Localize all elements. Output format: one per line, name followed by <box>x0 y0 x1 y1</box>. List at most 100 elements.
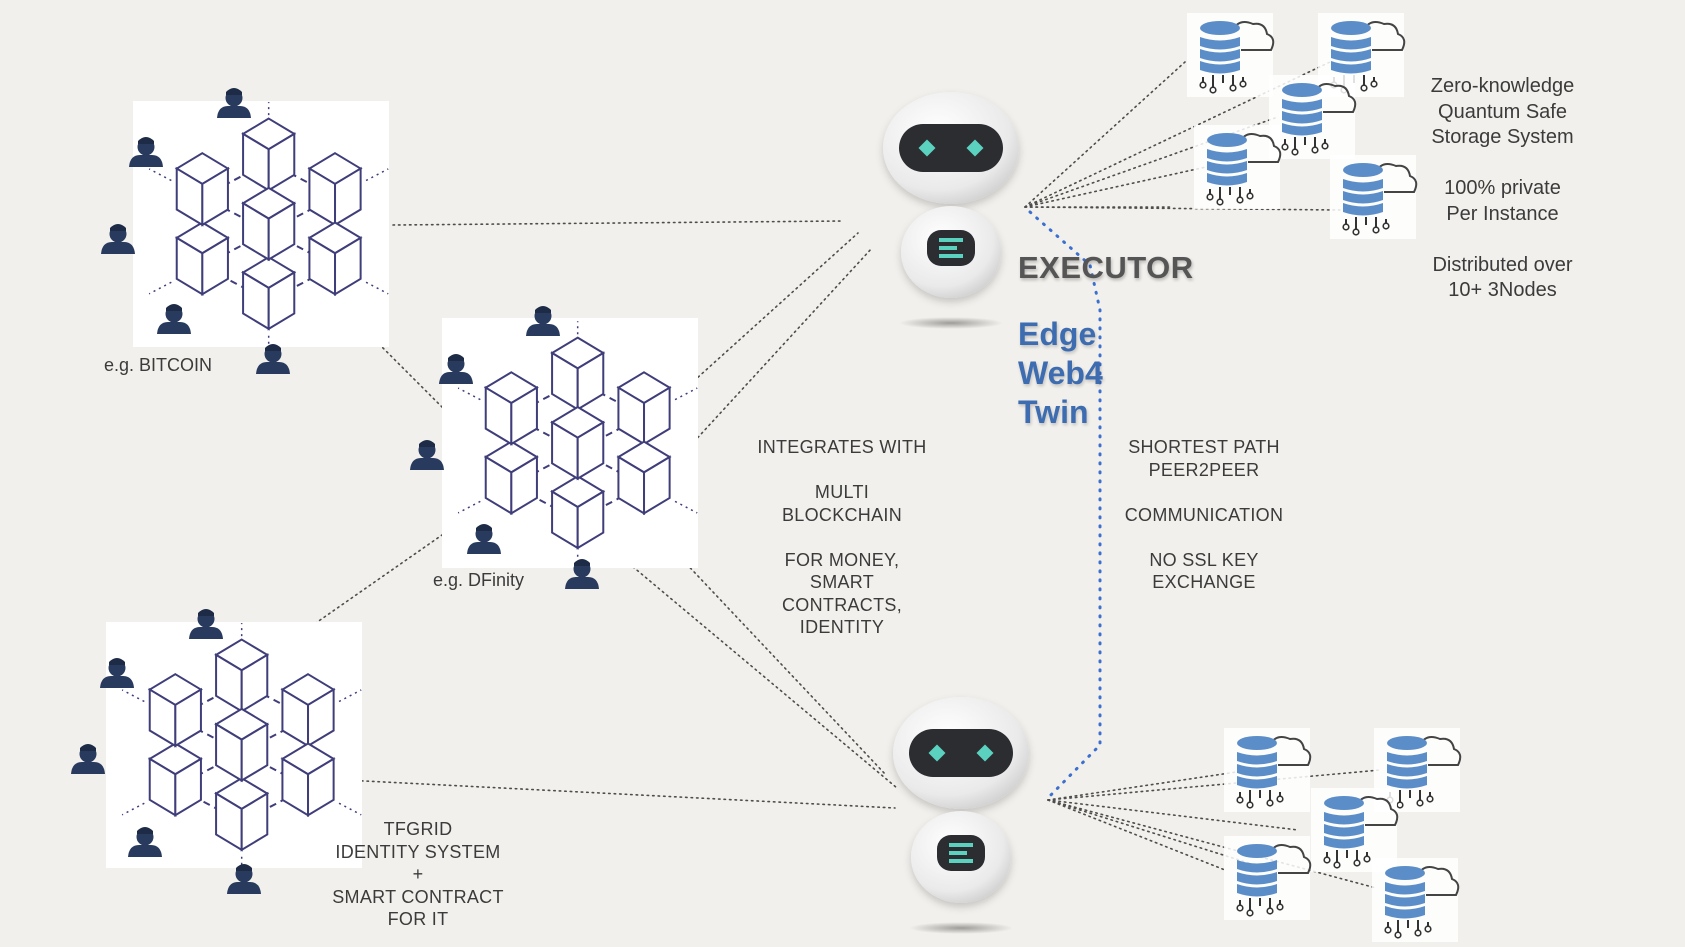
db-disk <box>1237 884 1277 897</box>
db-disk <box>1387 764 1427 777</box>
cloud-database-icon <box>1194 125 1282 209</box>
db-top <box>1200 21 1240 35</box>
user-icon <box>128 827 162 857</box>
robot-visor <box>909 729 1013 777</box>
db-disk <box>1331 61 1371 74</box>
dotted-link <box>644 232 859 426</box>
blockchain-panel-tfgrid <box>106 622 362 882</box>
db-top <box>1331 21 1371 35</box>
blockchain-panels <box>106 101 698 882</box>
chain-link <box>148 168 172 182</box>
db-top <box>1282 83 1322 97</box>
db-disk <box>1343 191 1383 204</box>
cloud-outline <box>1269 736 1312 766</box>
cube-face <box>267 201 296 262</box>
db-disk <box>1200 61 1240 74</box>
chain-link <box>674 387 698 401</box>
db-top <box>1324 796 1364 810</box>
user-icon <box>467 524 501 554</box>
db-disk <box>1331 37 1371 50</box>
chain-link <box>121 689 145 703</box>
robot-eye <box>976 744 994 762</box>
connection-lines <box>269 61 1381 889</box>
dotted-link <box>644 519 887 776</box>
user-icon <box>526 306 560 336</box>
db-disk <box>1282 123 1322 136</box>
user-icon <box>227 864 261 894</box>
chain-link <box>121 802 145 816</box>
db-connectors <box>1284 137 1326 149</box>
cube-face <box>576 420 605 481</box>
bitcoin-label: e.g. BITCOIN <box>104 355 213 375</box>
executor-title: EXECUTOR <box>1018 250 1194 285</box>
db-disk <box>1385 882 1425 895</box>
chain-link <box>457 387 481 401</box>
dotted-link <box>1047 769 1251 801</box>
robot-eye <box>918 139 936 157</box>
dotted-link <box>344 779 896 809</box>
db-top <box>1237 736 1277 750</box>
db-disk <box>1331 49 1371 62</box>
blockchain-panel-dfinity <box>442 318 698 580</box>
cube-face <box>510 385 538 446</box>
db-disk <box>1324 812 1364 825</box>
cube-face <box>240 791 269 852</box>
dotted-link <box>1024 164 1216 208</box>
robot-icon <box>893 697 1029 934</box>
db-disk <box>1207 173 1247 186</box>
db-connectors <box>1202 75 1244 87</box>
cube-face <box>174 757 202 817</box>
robot-visor <box>899 124 1003 172</box>
db-disk <box>1237 752 1277 765</box>
user-icon <box>439 354 473 384</box>
db-connectors <box>1387 920 1429 932</box>
dotted-link <box>667 247 873 471</box>
chain-link <box>365 281 389 295</box>
user-icon <box>129 137 163 167</box>
db-disk <box>1282 111 1322 124</box>
db-top <box>1237 844 1277 858</box>
robots-layer <box>883 92 1029 934</box>
db-disk <box>1385 906 1425 919</box>
cube-face <box>510 455 538 516</box>
db-disk <box>1237 764 1277 777</box>
db-disk <box>1237 872 1277 885</box>
storage-nodes <box>1187 13 1462 942</box>
db-disk <box>1282 99 1322 112</box>
dotted-link <box>594 534 898 789</box>
twin-line-edge: Edge <box>1018 316 1097 352</box>
db-connectors <box>1239 898 1281 910</box>
db-disk <box>1324 824 1364 837</box>
robot-shadow <box>909 922 1013 934</box>
twin-line-twin: Twin <box>1018 394 1089 430</box>
db-disk <box>1387 776 1427 789</box>
cube-face <box>576 489 605 550</box>
user-icon <box>217 88 251 118</box>
cloud-outline <box>1232 21 1275 51</box>
peer2peer-link <box>1028 210 1102 802</box>
chain-link <box>338 802 362 816</box>
db-disk <box>1387 752 1427 765</box>
robot-eye <box>966 139 984 157</box>
cube-face <box>307 757 335 817</box>
dotted-link <box>269 511 476 656</box>
dfinity-label: e.g. DFinity <box>433 570 525 590</box>
cloud-outline <box>1239 133 1282 163</box>
cube-face <box>201 236 229 296</box>
db-connectors <box>1326 850 1368 862</box>
cube-face <box>643 455 671 516</box>
db-top <box>1387 736 1427 750</box>
twin-line-web4: Web4 <box>1018 355 1103 391</box>
user-icon <box>71 744 105 774</box>
db-disk <box>1200 49 1240 62</box>
robot-eye <box>928 744 946 762</box>
cube-face <box>240 722 269 783</box>
user-icon <box>410 440 444 470</box>
cube-face <box>334 236 362 296</box>
db-disk <box>1207 161 1247 174</box>
robot-badge-mark <box>939 238 963 258</box>
cloud-database-icon <box>1372 858 1460 942</box>
db-top <box>1385 866 1425 880</box>
cloud-database-icon <box>1330 155 1418 239</box>
